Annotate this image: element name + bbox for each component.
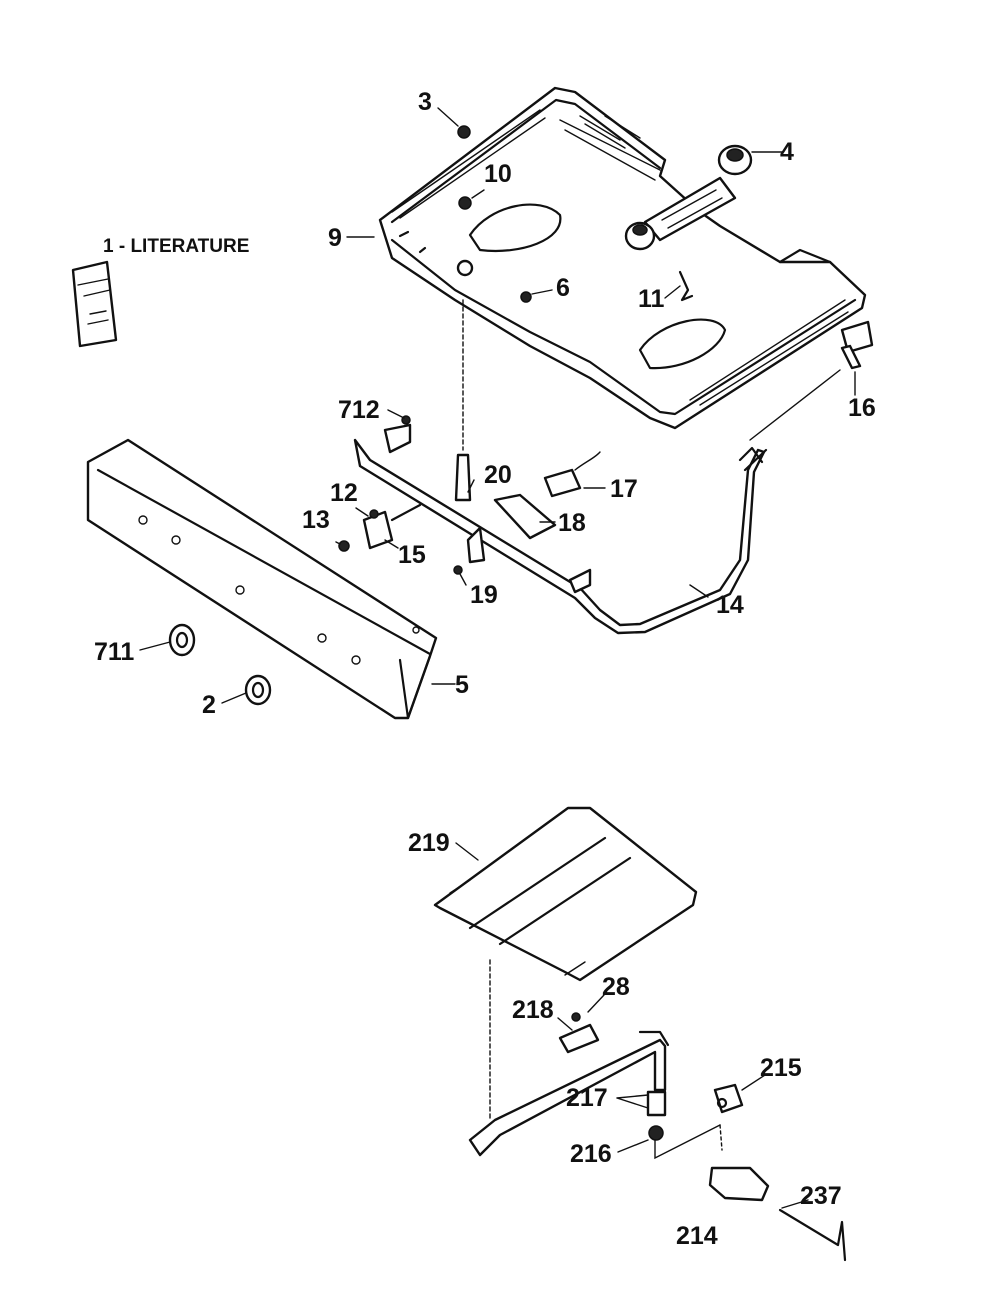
callout-17: 17 <box>610 475 638 503</box>
callout-237: 237 <box>800 1182 842 1210</box>
clip-part-11 <box>678 270 694 302</box>
callout-10: 10 <box>484 160 512 188</box>
callout-20: 20 <box>484 461 512 489</box>
broiler-shield-part-219 <box>433 806 698 982</box>
igniter-part-217 <box>646 1090 667 1117</box>
callout-15: 15 <box>398 541 426 569</box>
screw-part-19 <box>453 565 463 575</box>
callout-13: 13 <box>302 506 330 534</box>
callout-711: 711 <box>94 638 134 666</box>
callout-214: 214 <box>676 1222 718 1250</box>
literature-booklet <box>71 260 118 348</box>
callout-215: 215 <box>760 1054 802 1082</box>
orifice-part-218 <box>558 1023 600 1054</box>
callout-11: 11 <box>638 285 665 313</box>
callout-4: 4 <box>780 138 794 166</box>
callout-5: 5 <box>455 671 469 699</box>
bracket-part-215 <box>713 1083 744 1114</box>
callout-19: 19 <box>470 581 498 609</box>
nut-part-216 <box>648 1125 664 1141</box>
manifold-part-14 <box>353 423 768 635</box>
screw-part-12 <box>369 509 379 519</box>
switch-part-16 <box>840 320 874 370</box>
manifold-panel-part-5 <box>86 438 438 720</box>
broiler-tube-part <box>468 1030 670 1157</box>
callout-219: 219 <box>408 829 450 857</box>
screw-part-3 <box>457 125 471 139</box>
callout-12: 12 <box>330 479 358 507</box>
callout-28: 28 <box>602 973 630 1001</box>
callout-216: 216 <box>570 1140 612 1168</box>
callout-3: 3 <box>418 88 432 116</box>
bezel-part-2 <box>244 674 272 706</box>
valve-part-214 <box>708 1166 770 1202</box>
bezel-part-711 <box>168 623 196 657</box>
screw-part-6 <box>520 291 532 303</box>
callout-218: 218 <box>512 996 554 1024</box>
valve-assembly-part-4 <box>624 144 753 251</box>
callout-16: 16 <box>848 394 876 422</box>
bracket-part-18 <box>493 493 557 540</box>
literature-label: 1 - LITERATURE <box>103 236 249 257</box>
wire-part-237 <box>778 1208 847 1262</box>
screw-part-13 <box>338 540 350 552</box>
orifice-part-20 <box>454 453 472 502</box>
ignitor-part-17 <box>543 451 601 498</box>
callout-18: 18 <box>558 509 586 537</box>
screw-part-10 <box>458 196 472 210</box>
burner-box-part-9 <box>378 86 867 430</box>
alignment-line <box>654 1124 721 1160</box>
screw-part-28 <box>571 1012 581 1022</box>
callout-712: 712 <box>338 396 380 424</box>
callout-217: 217 <box>566 1084 608 1112</box>
callout-9: 9 <box>328 224 342 252</box>
callout-14: 14 <box>716 591 744 619</box>
alignment-line <box>719 1124 723 1151</box>
grommet-part <box>456 259 474 277</box>
alignment-line <box>749 369 841 441</box>
callout-2: 2 <box>202 691 216 719</box>
callout-6: 6 <box>556 274 570 302</box>
